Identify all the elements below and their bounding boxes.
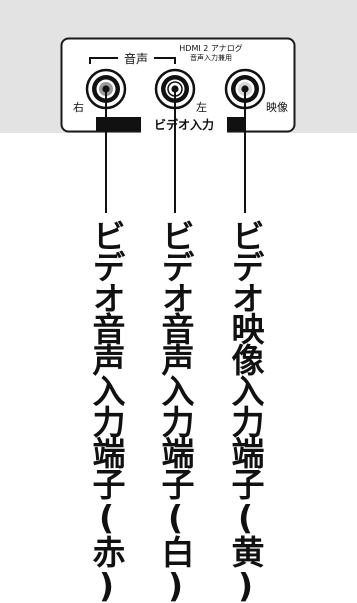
callout-audio-red: ビデオ音声入力端子(赤)	[87, 219, 126, 603]
callout-audio-white: ビデオ音声入力端子(白)	[156, 219, 195, 603]
video-label: 映像	[266, 101, 288, 114]
diagram-graphics: 音声 HDMI 2 アナログ 音声入力兼用 右 左 映像 ビデオ入力	[0, 0, 357, 213]
hdmi-label-line2: 音声入力兼用	[190, 53, 232, 62]
audio-bracket-left	[89, 57, 118, 64]
section-label: ビデオ入力	[154, 117, 214, 132]
audio-bracket-right	[154, 57, 176, 64]
audio-right-jack-icon	[85, 68, 127, 110]
audio-label: 音声	[124, 51, 148, 66]
section-label-box	[141, 115, 227, 133]
hdmi-label-line1: HDMI 2 アナログ	[179, 43, 242, 53]
left-label: 左	[196, 101, 207, 114]
right-label: 右	[73, 100, 84, 114]
callout-video-yellow: ビデオ映像入力端子(黄)	[226, 219, 265, 603]
